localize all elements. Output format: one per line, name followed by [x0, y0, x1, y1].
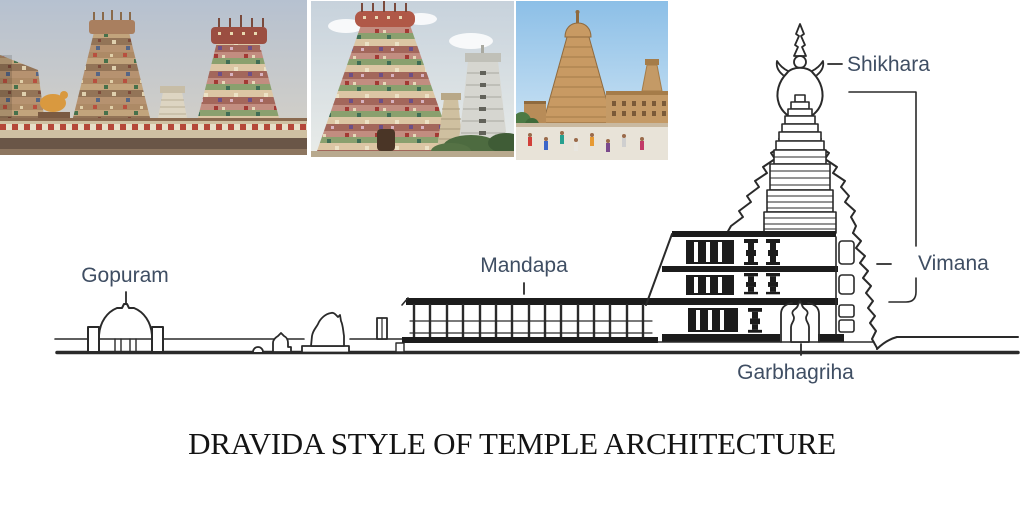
- nandi-statue: [310, 311, 345, 347]
- vimana-label: Vimana: [918, 252, 989, 275]
- shikhara-label: Shikhara: [847, 53, 930, 76]
- mandapa-structure: [395, 282, 658, 353]
- figure-caption: DRAVIDA STYLE OF TEMPLE ARCHITECTURE: [188, 426, 836, 461]
- gopuram-structure: [87, 291, 164, 353]
- annex-ramp: [645, 233, 673, 306]
- meenakshi-gopurams-photo: [0, 0, 307, 155]
- garbhagriha-cella: [780, 300, 820, 343]
- kalasha-finial: [793, 23, 807, 57]
- garbhagriha-label: Garbhagriha: [737, 361, 854, 384]
- visitors: [528, 131, 644, 152]
- courtyard-shrines: [252, 311, 388, 354]
- vimana-bracket-top: [848, 91, 917, 247]
- brihadisvara-temple-photo: [516, 1, 668, 160]
- small-shrine: [272, 332, 292, 353]
- vimana-structure: [645, 23, 878, 356]
- vimana-bracket-bottom: [888, 277, 917, 303]
- small-shrine-dome: [252, 346, 264, 353]
- srirangam-gopuram-photo: [311, 1, 514, 157]
- mandapa-label: Mandapa: [480, 254, 568, 277]
- storey-pillars: [744, 239, 780, 333]
- annotation-lines: [827, 63, 917, 303]
- deity-silhouette: [790, 300, 810, 343]
- gopuram-label: Gopuram: [81, 264, 169, 287]
- nandi-pedestal: [301, 345, 350, 354]
